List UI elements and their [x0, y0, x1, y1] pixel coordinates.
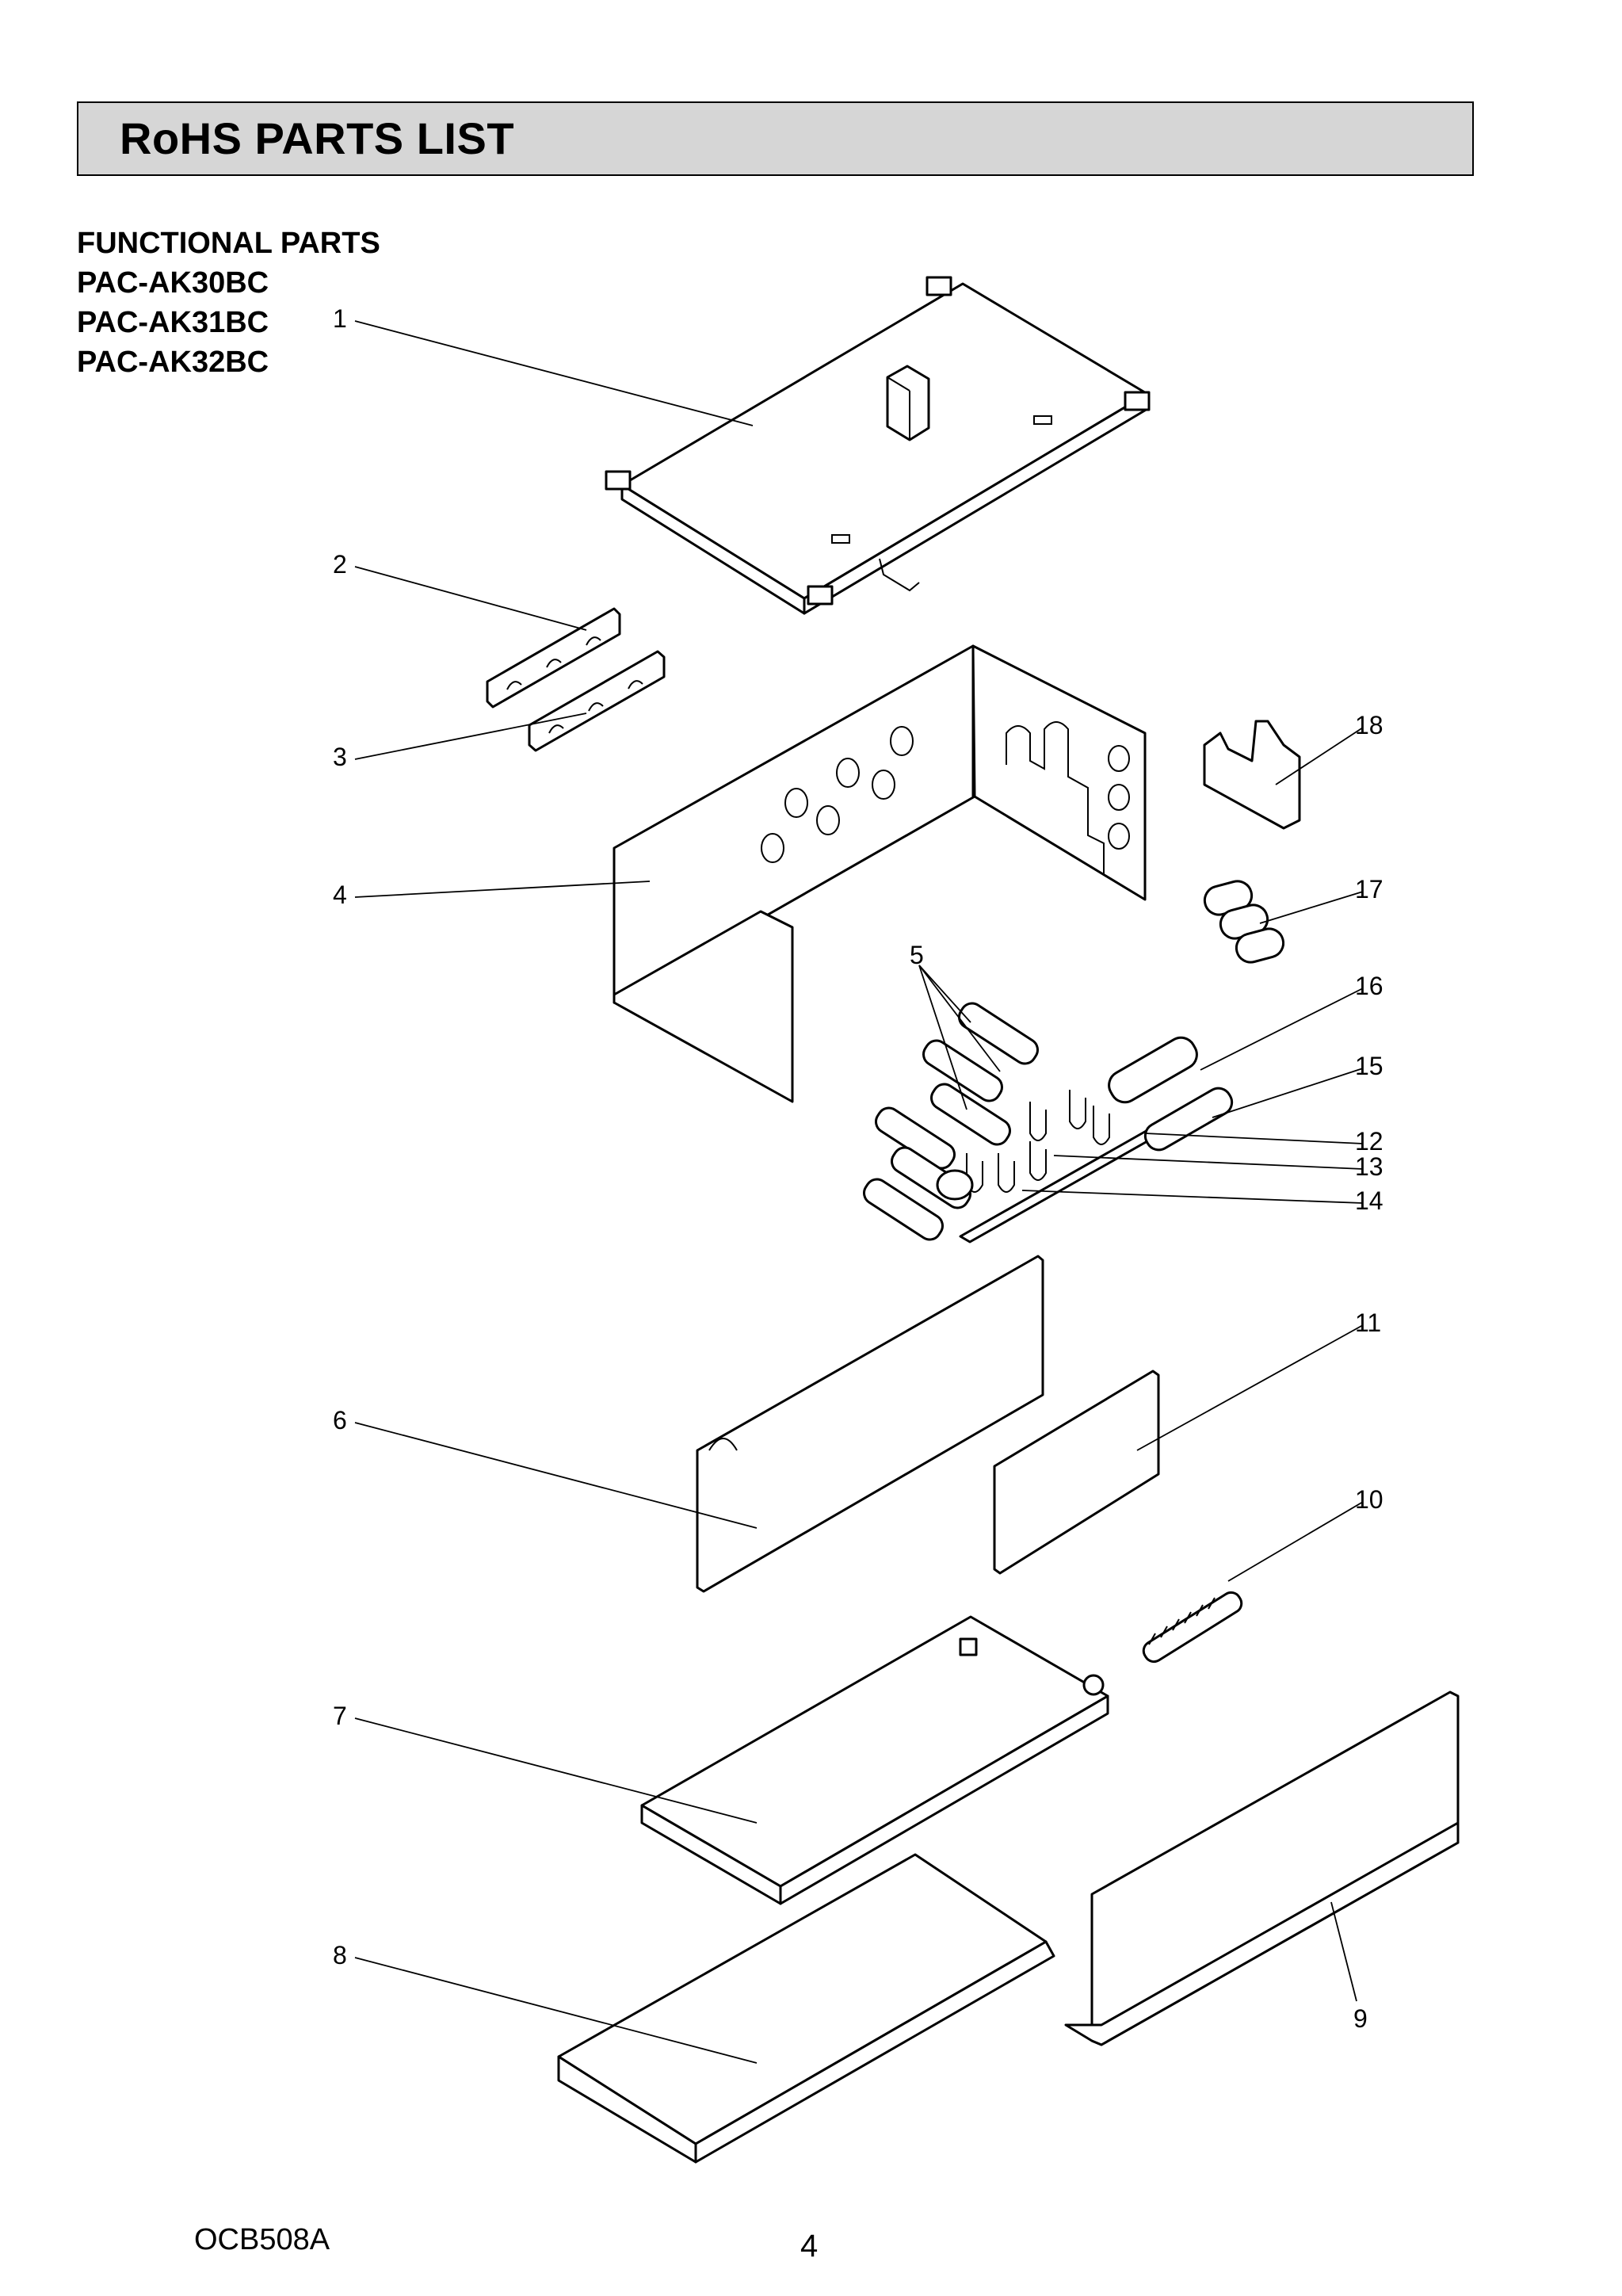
- callout-12: 12: [1355, 1127, 1383, 1156]
- callout-8: 8: [333, 1941, 347, 1969]
- callout-18: 18: [1355, 711, 1383, 739]
- part-18-plate: [1203, 720, 1301, 830]
- callout-9: 9: [1353, 2004, 1368, 2033]
- callout-14: 14: [1355, 1186, 1383, 1215]
- part-9-side-plate: [1064, 1690, 1460, 2046]
- leader-lines: [354, 320, 1364, 2064]
- callout-15: 15: [1355, 1052, 1383, 1080]
- part-3-bracket: [528, 650, 666, 752]
- callout-1: 1: [333, 304, 347, 333]
- part-4-main-casing: [613, 644, 1147, 1103]
- part-11-cover-plate: [993, 1370, 1160, 1575]
- callout-17: 17: [1355, 875, 1383, 904]
- part-1-top-frame: [605, 276, 1151, 615]
- part-6-panel: [696, 1255, 1044, 1593]
- pipe-assembly: [863, 1002, 1234, 1244]
- callout-labels: 1 2 3 4 5 6 7 8 9 10 11 12 13 14 15 16 1…: [333, 304, 1383, 2033]
- model-number-2: PAC-AK31BC: [77, 306, 269, 339]
- callout-4: 4: [333, 881, 347, 909]
- model-number-1: PAC-AK30BC: [77, 266, 269, 300]
- page-number: 4: [800, 2229, 819, 2264]
- callout-10: 10: [1355, 1485, 1383, 1514]
- callout-16: 16: [1355, 972, 1383, 1000]
- document-code: OCB508A: [194, 2223, 330, 2256]
- callout-11: 11: [1355, 1308, 1381, 1337]
- callout-5: 5: [910, 941, 924, 969]
- part-7-drain-pan: [640, 1615, 1109, 1905]
- callout-7: 7: [333, 1702, 347, 1730]
- page-title: RoHS PARTS LIST: [120, 113, 515, 163]
- part-8-bottom-plate: [557, 1853, 1055, 2164]
- callout-3: 3: [333, 743, 347, 771]
- part-10-drain-hose: [1142, 1591, 1243, 1664]
- part-17-insulators: [1203, 880, 1285, 964]
- callout-13: 13: [1355, 1152, 1383, 1181]
- part-2-bracket: [486, 607, 621, 709]
- model-number-3: PAC-AK32BC: [77, 346, 269, 379]
- callout-2: 2: [333, 550, 347, 579]
- title-bar: RoHS PARTS LIST: [77, 101, 1474, 176]
- callout-6: 6: [333, 1406, 347, 1435]
- section-heading: FUNCTIONAL PARTS: [77, 227, 380, 260]
